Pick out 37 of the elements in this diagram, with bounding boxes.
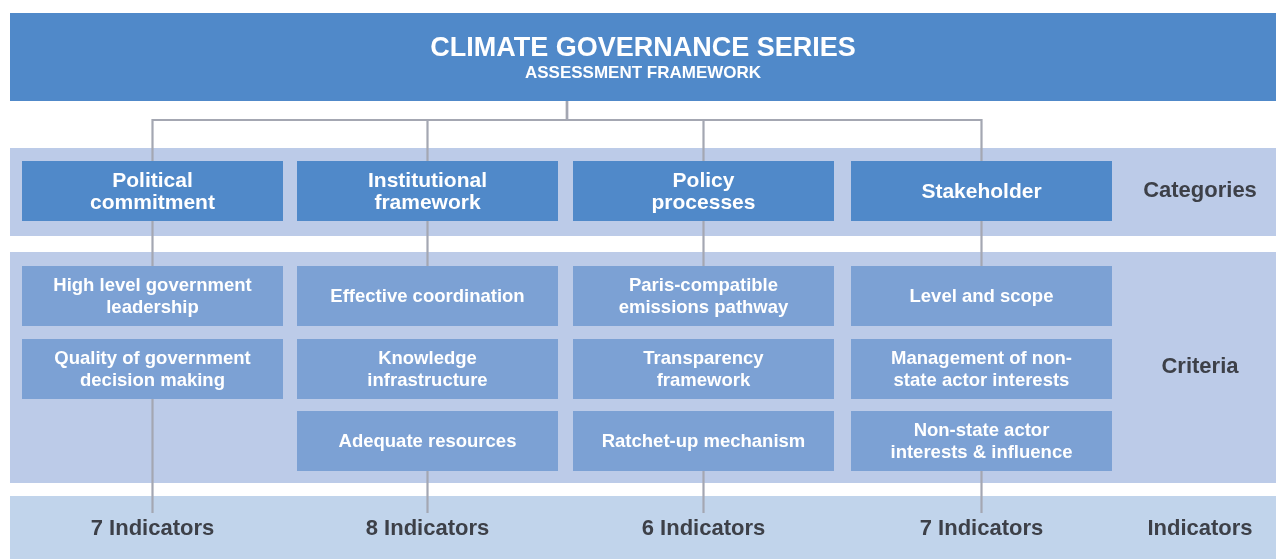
criterion-box: Adequate resources — [297, 411, 558, 471]
row-heading: Categories — [1143, 177, 1257, 203]
criterion-box: Level and scope — [851, 266, 1112, 326]
criterion-box: High level government leadership — [22, 266, 283, 326]
connector-line — [702, 471, 705, 513]
title: CLIMATE GOVERNANCE SERIES — [430, 31, 856, 63]
connector-line — [702, 221, 705, 266]
connector-line — [426, 471, 429, 513]
criterion-box: Effective coordination — [297, 266, 558, 326]
category-box: Stakeholder — [851, 161, 1112, 221]
criterion-box: Knowledge infrastructure — [297, 339, 558, 399]
indicator-count: 6 Indicators — [603, 513, 804, 543]
category-box: Policy processes — [573, 161, 834, 221]
indicator-count: 8 Indicators — [327, 513, 528, 543]
connector-line — [980, 471, 983, 513]
row-heading: Criteria — [1161, 353, 1239, 379]
connector-line — [565, 101, 983, 161]
title-banner — [10, 13, 1276, 101]
connector-line — [980, 221, 983, 266]
criterion-box: Non-state actor interests & influence — [851, 411, 1112, 471]
category-box: Political commitment — [22, 161, 283, 221]
row-band — [10, 252, 1276, 483]
criterion-box: Quality of government decision making — [22, 339, 283, 399]
connector-line — [426, 221, 429, 266]
connector-line — [151, 221, 154, 266]
indicator-count: 7 Indicators — [881, 513, 1082, 543]
criterion-box: Transparency framework — [573, 339, 834, 399]
row-heading: Indicators — [1147, 515, 1253, 541]
criterion-box: Management of non-state actor interests — [851, 339, 1112, 399]
row-band — [10, 496, 1276, 559]
criterion-box: Ratchet-up mechanism — [573, 411, 834, 471]
criterion-box: Paris-compatible emissions pathway — [573, 266, 834, 326]
row-band — [10, 148, 1276, 236]
connector-line — [151, 399, 154, 513]
category-box: Institutional framework — [297, 161, 558, 221]
subtitle: ASSESSMENT FRAMEWORK — [524, 63, 762, 83]
indicator-count: 7 Indicators — [52, 513, 253, 543]
